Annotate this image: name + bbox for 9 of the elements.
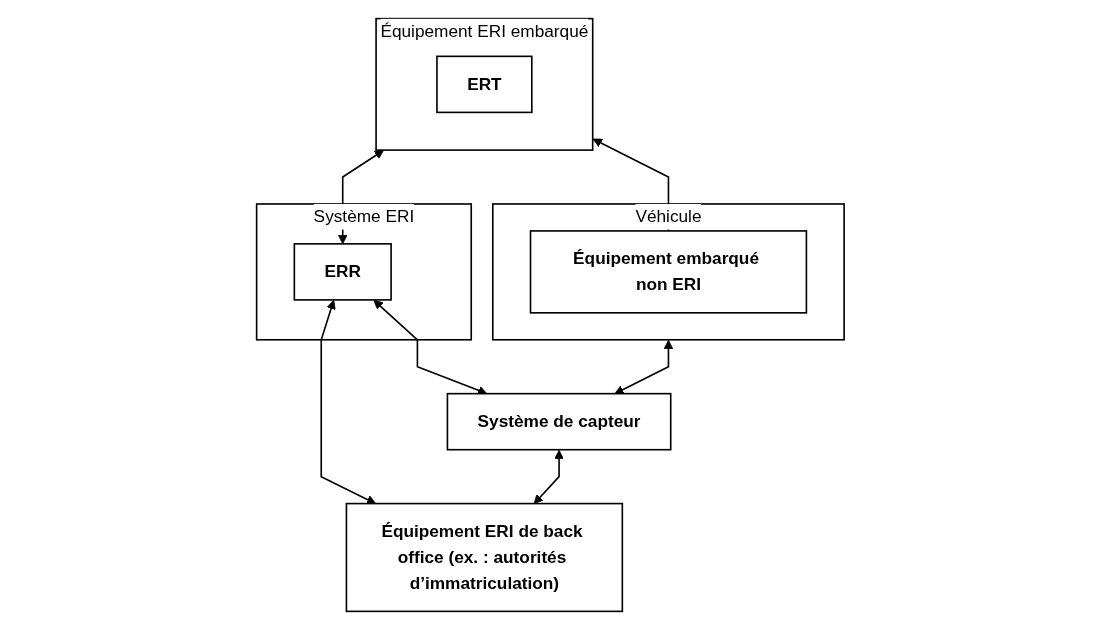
arrow bbox=[614, 339, 673, 395]
arrow bbox=[533, 449, 564, 504]
node-box: ERT bbox=[435, 55, 533, 114]
node-box: ERR bbox=[293, 243, 392, 301]
arrow bbox=[320, 299, 376, 505]
node-box: Système de capteur bbox=[446, 392, 672, 451]
node-box: Équipement ERI de back office (ex. : autorités d’immatriculation) bbox=[345, 502, 623, 613]
arrow bbox=[373, 299, 487, 395]
node-box: Équipement embarqué non ERI bbox=[529, 230, 807, 314]
